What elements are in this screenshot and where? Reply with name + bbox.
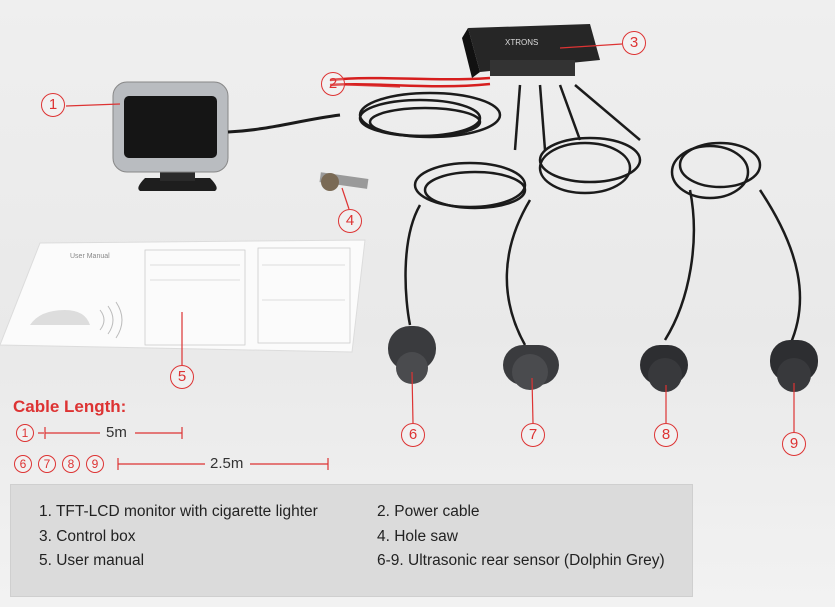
callout-9: 9	[782, 432, 806, 456]
callout-6: 6	[401, 423, 425, 447]
cable-row2-num-9: 9	[86, 455, 104, 473]
legend-item-1: 1. TFT-LCD monitor with cigarette lighte…	[39, 503, 318, 520]
legend-item-5: 5. User manual	[39, 552, 145, 569]
callout-4: 4	[338, 209, 362, 233]
lcd-monitor	[112, 81, 341, 191]
callout-5: 5	[170, 365, 194, 389]
callout-2: 2	[321, 72, 345, 96]
cable-row2-length: 2.5m	[210, 455, 244, 472]
cable-length-title: Cable Length:	[13, 397, 127, 416]
callout-leaders	[38, 43, 795, 470]
power-cable	[329, 76, 502, 139]
legend-item-6: 6-9. Ultrasonic rear sensor (Dolphin Gre…	[377, 552, 665, 569]
legend-item-3: 3. Control box	[39, 528, 136, 545]
svg-text:XTRONS: XTRONS	[505, 38, 538, 47]
callout-1: 1	[41, 93, 65, 117]
user-manual: User Manual	[0, 239, 366, 353]
legend-box: 1. TFT-LCD monitor with cigarette lighte…	[10, 484, 693, 597]
cable-row2-num-7: 7	[38, 455, 56, 473]
legend-item-2: 2. Power cable	[377, 503, 480, 520]
cable-row2-num-8: 8	[62, 455, 80, 473]
ultrasonic-sensors	[388, 326, 818, 392]
sensor-cables	[404, 84, 802, 346]
hole-saw	[319, 172, 369, 191]
svg-text:User Manual: User Manual	[70, 253, 110, 260]
callout-8: 8	[654, 423, 678, 447]
callout-3: 3	[622, 31, 646, 55]
cable-row1-length: 5m	[106, 424, 127, 441]
control-box: XTRONS	[462, 24, 600, 78]
cable-row2-num-6: 6	[14, 455, 32, 473]
legend-item-4: 4. Hole saw	[377, 528, 458, 545]
cable-row1-num: 1	[16, 424, 34, 442]
callout-7: 7	[521, 423, 545, 447]
